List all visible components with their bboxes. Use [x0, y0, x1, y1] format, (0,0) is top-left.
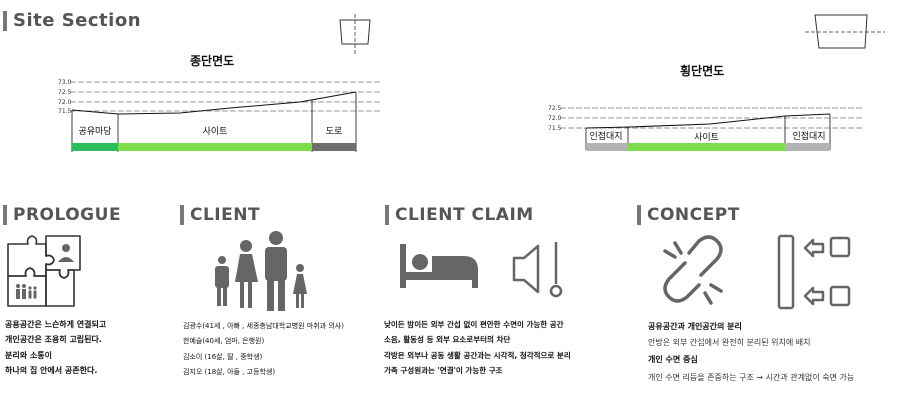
claim-line: 각방은 외부나 공동 생활 공간과는 시각적, 청각적으로 분리	[384, 351, 571, 360]
zone-bar-neighbor	[785, 143, 830, 151]
concept-body: 안방은 외부 간섭에서 완전히 분리된 위치에 배치	[648, 338, 811, 347]
level-label: 72.5	[548, 105, 562, 112]
level-label: 71.5	[548, 125, 562, 132]
zone-label: 사이트	[202, 127, 228, 137]
zone-bar-road	[312, 143, 356, 151]
longitudinal-section-diagram	[70, 81, 382, 152]
zone-label: 도로	[325, 127, 343, 137]
level-label: 72.0	[58, 99, 72, 106]
level-label: 72.5	[58, 89, 72, 96]
longitudinal-section-title: 종단면도	[190, 54, 235, 68]
client-member: 김소이 (16살, 딸 , 중학생)	[183, 353, 263, 361]
level-label: 71.5	[58, 108, 72, 115]
claim-line: 소음, 활동성 등 외부 요소로부터의 차단	[384, 335, 511, 344]
prologue-title: PROLOGUE	[3, 205, 121, 225]
zone-bar-site	[628, 143, 785, 151]
zone-label: 인접대지	[589, 132, 623, 142]
prologue-line: 공용공간은 느슨하게 연결되고	[5, 320, 107, 329]
client-member: 한예슬(40세, 엄마, 은행원)	[183, 337, 265, 345]
site-section-title: Site Section	[3, 11, 141, 31]
client-member: 김지오 (18살, 아들 , 고등학생)	[183, 368, 276, 376]
claim-line: 낮이든 밤이든 외부 간섭 없이 편안한 수면이 가능한 공간	[384, 320, 564, 329]
client-title: CLIENT	[180, 205, 260, 225]
concept-title: CONCEPT	[637, 205, 740, 225]
key-plan-cross-icon	[805, 14, 885, 49]
concept-heading: 개인 수면 중심	[648, 355, 698, 364]
family-icon	[215, 231, 307, 311]
zone-label: 인접대지	[792, 132, 826, 142]
prologue-line: 개인공간은 조용히 고립된다.	[5, 335, 102, 344]
claim-line: 가족 구성원과는 '연결'이 가능한 구조	[384, 366, 503, 375]
level-label: 73.0	[58, 79, 72, 86]
puzzle-icon	[7, 235, 81, 307]
broken-link-icon	[663, 235, 723, 305]
prologue-line: 하나의 집 안에서 공존한다.	[5, 366, 98, 375]
zone-bar-site	[118, 143, 312, 151]
zone-bar-neighbor	[586, 143, 628, 151]
prologue-line: 분리와 소통이	[5, 351, 52, 360]
zone-label: 공유마당	[78, 127, 112, 137]
speaker-mute-icon	[512, 242, 563, 298]
cross-section-title: 횡단면도	[680, 64, 725, 78]
concept-body: 개인 수면 리듬을 존중하는 구조 → 시간과 관계없이 숙면 가능	[648, 373, 855, 382]
client-claim-title: CLIENT CLAIM	[385, 205, 534, 225]
client-member: 김광수(41세 , 아빠 , 세종충남대학교병원 마취과 의사)	[183, 322, 344, 330]
zone-bar-shared	[72, 143, 118, 151]
level-label: 72.0	[548, 115, 562, 122]
cross-section-diagram	[560, 107, 864, 150]
concept-heading: 공유공간과 개인공간의 분리	[648, 322, 742, 331]
key-plan-longitudinal-icon	[339, 14, 371, 56]
separation-arrows-icon	[777, 234, 851, 310]
zone-label: 사이트	[694, 133, 719, 143]
bed-icon	[400, 244, 478, 288]
